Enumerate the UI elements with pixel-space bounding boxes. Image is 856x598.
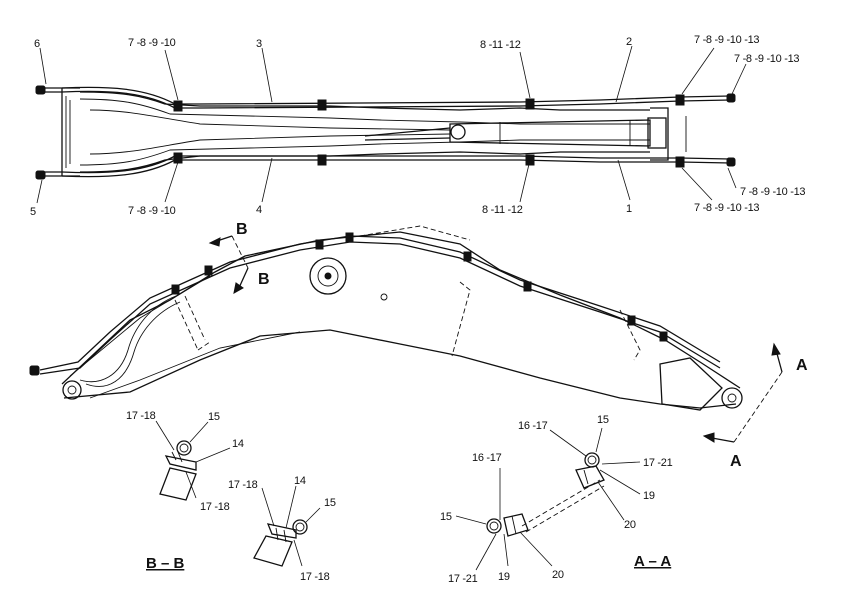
bb-callout-17-18-c: 17 -18 bbox=[228, 479, 258, 491]
detail-aa-callouts: 16 -17 15 17 -21 19 20 16 -17 15 17 -21 … bbox=[440, 414, 673, 585]
plan-view-callouts: 6 5 3 4 2 1 7 -8 -9 -10 7 -8 -9 -10 8 -1… bbox=[30, 34, 806, 218]
callout-7-13-b: 7 -8 -9 -10 -13 bbox=[734, 53, 799, 65]
aa-callout-19-b: 19 bbox=[498, 571, 510, 583]
bb-callout-17-18-d: 17 -18 bbox=[300, 571, 330, 583]
detail-aa bbox=[455, 427, 641, 571]
callout-4: 4 bbox=[256, 204, 262, 216]
callout-7-10-lower: 7 -8 -9 -10 bbox=[128, 205, 176, 217]
detail-bb bbox=[155, 420, 321, 567]
callout-3: 3 bbox=[256, 38, 262, 50]
bb-callout-15-b: 15 bbox=[324, 497, 336, 509]
callout-8-12-lower: 8 -11 -12 bbox=[482, 204, 523, 216]
callout-8-12-upper: 8 -11 -12 bbox=[480, 39, 521, 51]
aa-callout-16-17-b: 16 -17 bbox=[472, 452, 502, 464]
aa-callout-15-b: 15 bbox=[440, 511, 452, 523]
callout-6: 6 bbox=[34, 38, 40, 50]
section-a-label-upper: A bbox=[796, 357, 808, 374]
bb-callout-14-a: 14 bbox=[232, 438, 244, 450]
section-b-label-lower: B bbox=[258, 271, 270, 288]
plan-view-leaders bbox=[36, 45, 747, 204]
callout-1: 1 bbox=[626, 203, 632, 215]
boom-side-view bbox=[29, 225, 743, 411]
bb-callout-17-18-a: 17 -18 bbox=[126, 410, 156, 422]
callout-2: 2 bbox=[626, 36, 632, 48]
section-a-label-lower: A bbox=[730, 453, 742, 470]
callout-5: 5 bbox=[30, 206, 36, 218]
bb-callout-14-b: 14 bbox=[294, 475, 306, 487]
section-cut-a: A A bbox=[702, 342, 808, 470]
bb-title: B – B bbox=[146, 555, 185, 572]
aa-callout-20-b: 20 bbox=[552, 569, 564, 581]
aa-callout-16-17-a: 16 -17 bbox=[518, 420, 548, 432]
aa-title: A – A bbox=[634, 553, 671, 570]
bb-callout-17-18-b: 17 -18 bbox=[200, 501, 230, 513]
section-cut-b: B B bbox=[208, 221, 270, 294]
aa-callout-17-21-a: 17 -21 bbox=[643, 457, 673, 469]
aa-callout-15-a: 15 bbox=[597, 414, 609, 426]
detail-bb-callouts: 17 -18 15 14 17 -18 17 -18 14 15 17 -18 … bbox=[126, 410, 336, 583]
callout-7-13-c: 7 -8 -9 -10 -13 bbox=[740, 186, 805, 198]
callout-7-13-a: 7 -8 -9 -10 -13 bbox=[694, 34, 759, 46]
aa-callout-19-a: 19 bbox=[643, 490, 655, 502]
section-b-label-upper: B bbox=[236, 221, 248, 238]
bb-callout-15-a: 15 bbox=[208, 411, 220, 423]
callout-7-10-upper: 7 -8 -9 -10 bbox=[128, 37, 176, 49]
aa-callout-17-21-b: 17 -21 bbox=[448, 573, 478, 585]
callout-7-13-d: 7 -8 -9 -10 -13 bbox=[694, 202, 759, 214]
aa-callout-20-a: 20 bbox=[624, 519, 636, 531]
boom-plan-view bbox=[35, 85, 736, 180]
